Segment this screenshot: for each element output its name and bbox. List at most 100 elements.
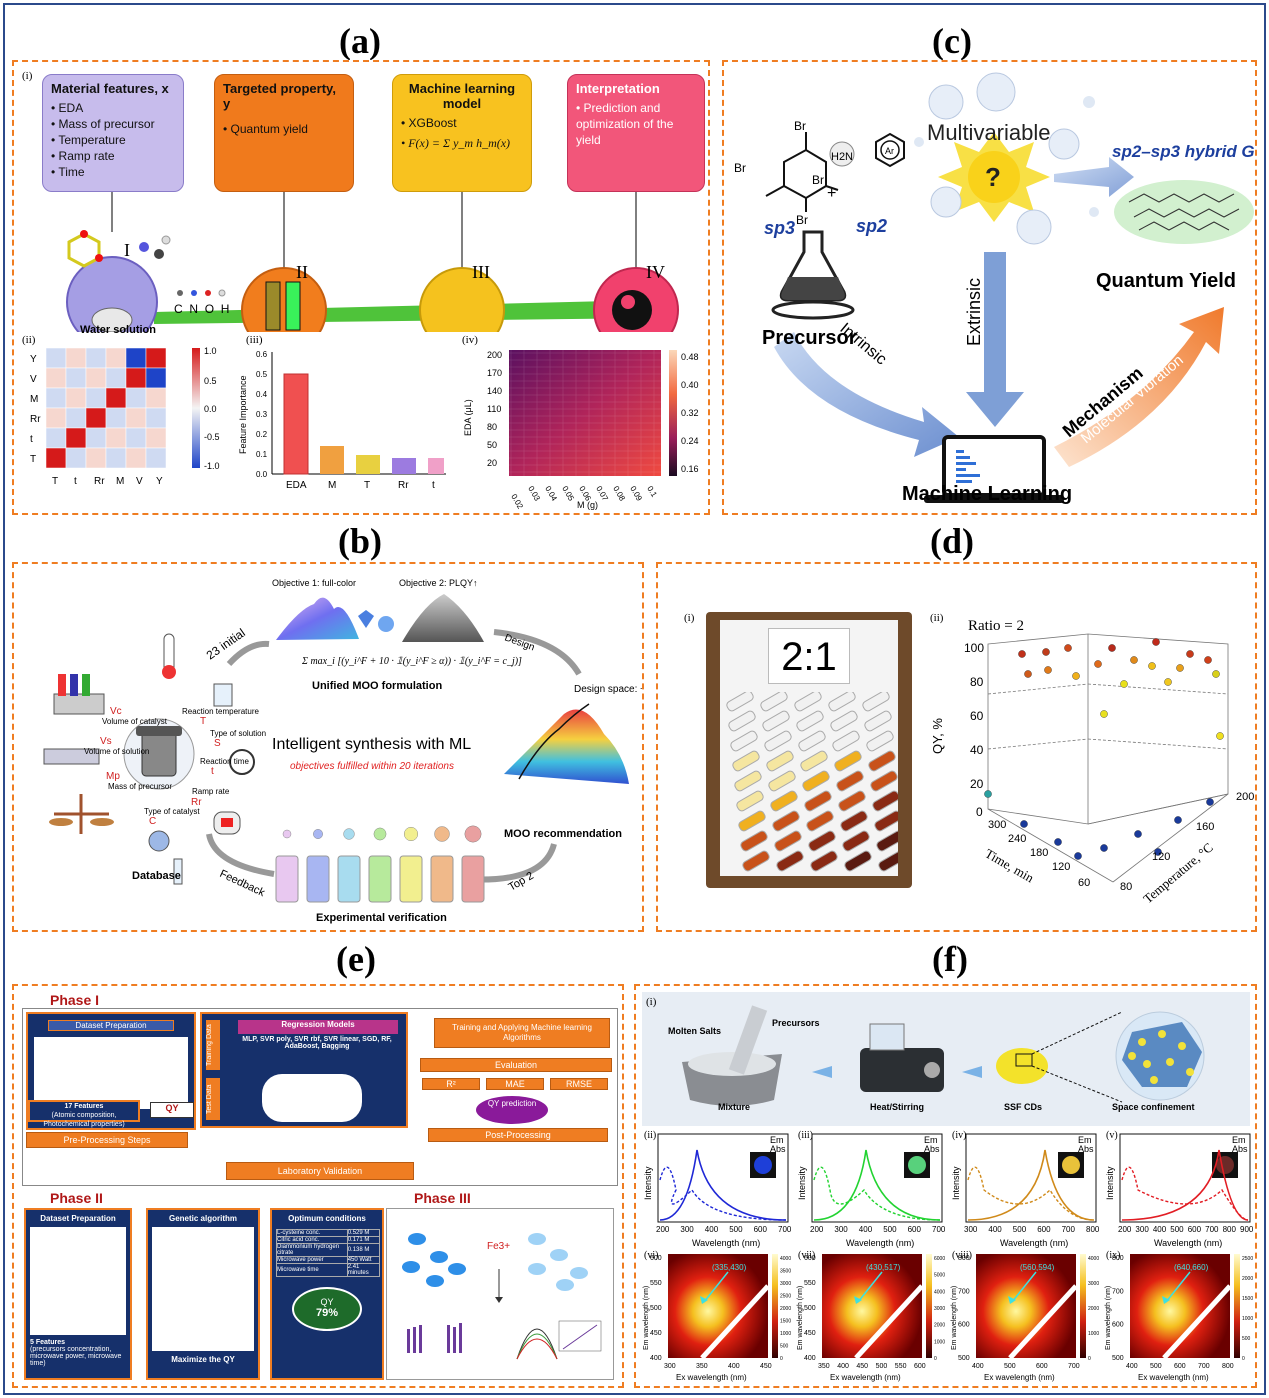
sample-vial (734, 770, 762, 792)
data-point (1094, 660, 1102, 668)
phase2-title: Phase II (50, 1190, 103, 1206)
svg-text:Ar: Ar (885, 146, 894, 156)
svg-text:+: + (827, 185, 836, 202)
svg-text:Ex wavelength (nm): Ex wavelength (nm) (676, 1373, 747, 1382)
sub-i-label: (i) (646, 996, 657, 1008)
sample-vial (878, 850, 898, 872)
stage-numeral: IV (646, 262, 665, 282)
svg-text:Rr: Rr (398, 480, 409, 491)
sample-vial (832, 730, 860, 752)
svg-text:700: 700 (958, 1288, 970, 1295)
target-item: • Quantum yield (223, 122, 308, 136)
qy-prediction-ellipse: QY prediction (476, 1096, 548, 1124)
svg-text:-1.0: -1.0 (204, 461, 220, 471)
svg-text:Design space: ~20 million: Design space: ~20 million (574, 684, 644, 695)
preprocessing-bar: Pre-Processing Steps (26, 1132, 188, 1148)
feature-item: • Temperature (51, 133, 126, 147)
svg-text:Database: Database (132, 870, 181, 882)
panel-b: Objective 1: full-color Objective 2: PLQ… (12, 562, 644, 932)
heatmap-cell (85, 407, 107, 429)
svg-text:Em: Em (1232, 1135, 1246, 1145)
svg-text:0: 0 (976, 805, 983, 819)
svg-text:600: 600 (908, 1225, 922, 1234)
svg-text:200: 200 (487, 350, 502, 360)
svg-text:110: 110 (487, 404, 501, 414)
svg-text:400: 400 (988, 1225, 1002, 1234)
svg-text:0.1: 0.1 (645, 485, 659, 500)
svg-text:300: 300 (1135, 1225, 1149, 1234)
svg-text:0.40: 0.40 (681, 380, 699, 390)
data-point (1148, 662, 1156, 670)
svg-text:Reaction time: Reaction time (200, 757, 249, 766)
svg-text:2000: 2000 (934, 1323, 945, 1329)
metric-r2: R² (422, 1078, 480, 1090)
data-point (1154, 848, 1162, 856)
sample-vial (840, 810, 868, 832)
heatmap-cell (65, 367, 87, 389)
svg-text:Wavelength (nm): Wavelength (nm) (846, 1238, 914, 1248)
cd-dot (343, 828, 355, 840)
svg-text:200: 200 (1118, 1225, 1132, 1234)
heatmap-cell (125, 447, 147, 469)
data-point (1100, 710, 1108, 718)
material-features-box: Material features, x • EDA • Mass of pre… (42, 74, 184, 192)
svg-text:Abs: Abs (924, 1144, 940, 1154)
svg-text:Objective 1: full-color: Objective 1: full-color (272, 578, 356, 588)
svg-text:20: 20 (970, 777, 984, 791)
svg-text:700: 700 (1112, 1288, 1124, 1295)
test-data-label: Test Data (206, 1078, 220, 1120)
svg-text:1.0: 1.0 (204, 346, 217, 356)
svg-text:700: 700 (1062, 1225, 1076, 1234)
svg-text:500: 500 (1242, 1336, 1251, 1342)
svg-text:400: 400 (1126, 1363, 1138, 1370)
ml-item: • XGBoost (401, 116, 457, 130)
panel-a: (i) Material features, x • EDA • Mass of… (12, 60, 710, 515)
svg-text:0.24: 0.24 (681, 436, 699, 446)
vial (306, 855, 330, 903)
panel-c-label: (c) (932, 21, 972, 61)
svg-text:500: 500 (780, 1344, 789, 1350)
sample-vial (872, 790, 898, 812)
vial-grid (726, 692, 898, 872)
svg-text:160: 160 (1196, 821, 1214, 833)
svg-text:550: 550 (804, 1280, 816, 1287)
data-point (1044, 666, 1052, 674)
svg-text:400: 400 (728, 1363, 740, 1370)
evaluation-bar: Evaluation (420, 1058, 612, 1072)
features5-label: 5 Features(precursors concentration, mic… (30, 1339, 122, 1367)
heatmap-cell (85, 387, 107, 409)
svg-text:1000: 1000 (934, 1339, 945, 1345)
sample-vial (830, 710, 858, 732)
svg-text:300: 300 (988, 819, 1006, 831)
svg-text:700: 700 (1205, 1225, 1219, 1234)
svg-text:350: 350 (818, 1363, 830, 1370)
panel-a-label: (a) (339, 21, 381, 61)
svg-text:550: 550 (895, 1363, 907, 1370)
svg-text:500: 500 (1112, 1355, 1124, 1362)
sample-vial (738, 810, 766, 832)
svg-text:Multivariable: Multivariable (927, 120, 1051, 145)
heatmap-cell (125, 367, 147, 389)
svg-text:800: 800 (1086, 1225, 1100, 1234)
panel-e: Phase I Dataset Preparation 17 Features(… (12, 984, 624, 1388)
heat-stirring-label: Heat/Stirring (870, 1102, 925, 1112)
cd-dot (282, 829, 292, 839)
regression-title: Regression Models (238, 1020, 398, 1034)
svg-text:Abs: Abs (1078, 1144, 1094, 1154)
svg-text:Type of catalyst: Type of catalyst (144, 807, 200, 816)
svg-text:80: 80 (970, 675, 984, 689)
svg-text:700: 700 (1068, 1363, 1080, 1370)
svg-text:T: T (52, 476, 58, 487)
dataset2-illustration (30, 1227, 126, 1335)
svg-text:Em wavelength (nm): Em wavelength (nm) (797, 1286, 804, 1350)
heatmap-cell (145, 407, 167, 429)
sample-vial (802, 770, 830, 792)
phase3-box: Fe3+ (386, 1208, 614, 1380)
svg-text:Abs: Abs (1232, 1144, 1248, 1154)
svg-text:Feature Importance: Feature Importance (238, 375, 248, 454)
brain-gears-icon (262, 1074, 362, 1122)
svg-text:0.03: 0.03 (526, 485, 542, 503)
svg-text:500: 500 (1170, 1225, 1184, 1234)
